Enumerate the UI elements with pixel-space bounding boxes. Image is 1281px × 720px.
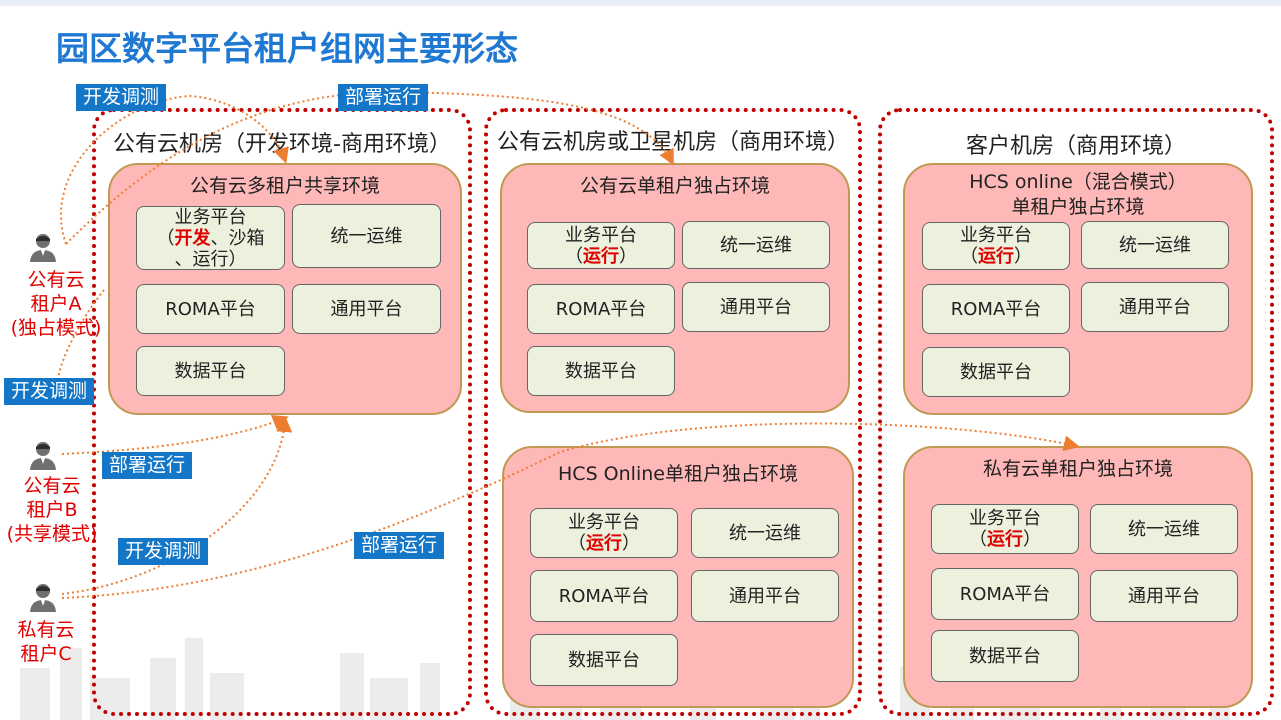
- unified-ops-box: 统一运维: [1081, 221, 1229, 269]
- biz-modes: （运行）: [969, 529, 1041, 550]
- paren-open: （: [969, 529, 987, 550]
- unified-ops-box: 统一运维: [1090, 504, 1238, 554]
- common-platform-box: 通用平台: [682, 282, 830, 332]
- tenant-c-line2: 租户C: [20, 643, 72, 665]
- zone-title-public-cloud: 公有云机房（开发环境-商用环境）: [113, 132, 451, 157]
- biz-label: 业务平台: [969, 508, 1041, 529]
- roma-platform-box: ROMA平台: [527, 284, 675, 334]
- business-platform-box: 业务平台 （运行）: [527, 222, 675, 269]
- paren-open: （: [565, 245, 583, 267]
- biz-modes: （开发、沙箱: [157, 228, 265, 249]
- common-platform-box: 通用平台: [1090, 570, 1238, 622]
- paren-close: ）: [1014, 246, 1032, 267]
- user-icon: [30, 234, 56, 262]
- dev-mode-text: 开发: [174, 227, 211, 249]
- tenant-b-mode: (共享模式): [6, 523, 98, 545]
- data-platform-box: 数据平台: [922, 347, 1070, 397]
- sandbox-text: 、沙箱: [210, 227, 265, 249]
- common-platform-box: 通用平台: [292, 284, 441, 334]
- business-platform-box: 业务平台 （运行）: [931, 504, 1079, 554]
- zone-title-public-or-satellite: 公有云机房或卫星机房（商用环境）: [496, 130, 849, 155]
- paren-open: （: [156, 227, 175, 249]
- tenant-c-label: 私有云 租户C: [0, 618, 92, 666]
- run-mode-text: 、运行）: [174, 248, 247, 270]
- common-platform-box: 通用平台: [1081, 282, 1229, 332]
- label-deploy-run-top: 部署运行: [338, 84, 429, 111]
- env-title-private: 私有云单租户独占环境: [982, 458, 1173, 480]
- roma-platform-box: ROMA平台: [136, 284, 285, 334]
- common-platform-box: 通用平台: [691, 570, 839, 622]
- biz-label: 业务平台: [568, 512, 640, 533]
- biz-modes: （运行）: [565, 246, 637, 267]
- zone-title-customer-room: 客户机房（商用环境）: [965, 134, 1186, 159]
- tenant-c-line1: 私有云: [17, 619, 75, 641]
- roma-platform-box: ROMA平台: [931, 568, 1079, 620]
- biz-label: 业务平台: [174, 206, 247, 228]
- label-deploy-run-low: 部署运行: [354, 532, 445, 559]
- roma-platform-box: ROMA平台: [922, 284, 1070, 334]
- run-mode-text: 运行: [987, 529, 1023, 550]
- run-mode-text: 运行: [583, 245, 619, 267]
- zone-customer-room: [878, 108, 1274, 716]
- page-title: 园区数字平台租户组网主要形态: [56, 29, 518, 68]
- data-platform-box: 数据平台: [136, 346, 285, 396]
- paren-close: ）: [619, 245, 637, 267]
- business-platform-box: 业务平台 （运行）: [922, 222, 1070, 270]
- env-title-hcs-mixed-line2: 单租户独占环境: [1011, 196, 1145, 218]
- tenant-b-line2: 租户B: [26, 499, 78, 521]
- paren-open: （: [960, 246, 978, 267]
- user-icon: [30, 442, 56, 470]
- env-title-hcs-mixed-line1: HCS online（混合模式）: [969, 171, 1187, 193]
- env-title-shared: 公有云多租户共享环境: [189, 175, 380, 197]
- tenant-b-line1: 公有云: [23, 475, 81, 497]
- tenant-b-label: 公有云 租户B (共享模式): [0, 474, 104, 546]
- business-platform-box: 业务平台 （运行）: [530, 508, 678, 558]
- header-band: [0, 0, 1281, 6]
- unified-ops-box: 统一运维: [691, 508, 839, 558]
- business-platform-box: 业务平台 （开发、沙箱 、运行）: [136, 206, 285, 270]
- data-platform-box: 数据平台: [530, 634, 678, 686]
- user-icon: [30, 584, 56, 612]
- biz-modes: （运行）: [960, 246, 1032, 267]
- env-title-hcs-online: HCS Online单租户独占环境: [558, 463, 798, 485]
- label-deploy-run-mid: 部署运行: [102, 452, 193, 479]
- biz-label: 业务平台: [565, 224, 637, 246]
- run-mode-text: 运行: [586, 533, 622, 554]
- biz-modes: （运行）: [568, 533, 640, 554]
- data-platform-box: 数据平台: [527, 346, 675, 396]
- tenant-a-line1: 公有云: [27, 269, 85, 291]
- paren-close: ）: [1023, 529, 1041, 550]
- roma-platform-box: ROMA平台: [530, 570, 678, 622]
- tenant-a-label: 公有云 租户A (独占模式): [0, 268, 112, 340]
- unified-ops-box: 统一运维: [682, 221, 830, 269]
- run-mode-text: 运行: [978, 246, 1014, 267]
- zone-public-or-satellite: [484, 108, 862, 716]
- env-title-public-single: 公有云单租户独占环境: [579, 175, 770, 197]
- label-dev-debug-low: 开发调测: [118, 538, 209, 565]
- label-dev-debug-mid: 开发调测: [4, 378, 95, 405]
- biz-label: 业务平台: [960, 225, 1032, 246]
- data-platform-box: 数据平台: [931, 630, 1079, 682]
- paren-close: ）: [622, 533, 640, 554]
- tenant-a-mode: (独占模式): [10, 317, 102, 339]
- tenant-a-line2: 租户A: [30, 293, 82, 315]
- paren-open: （: [568, 533, 586, 554]
- label-dev-debug-top: 开发调测: [76, 84, 167, 111]
- unified-ops-box: 统一运维: [292, 204, 441, 268]
